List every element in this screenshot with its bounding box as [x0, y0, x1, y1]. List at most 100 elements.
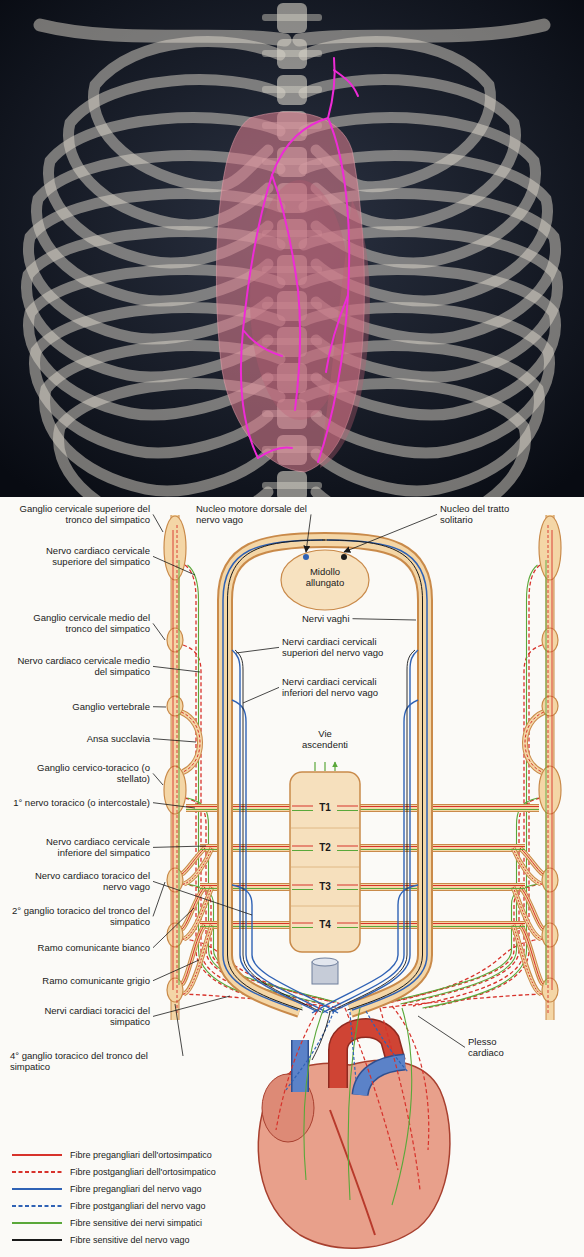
heart	[360, 1062, 405, 1095]
leader-line	[153, 666, 200, 672]
medulla-oblongata	[281, 550, 369, 610]
ganglion	[167, 868, 183, 892]
spinal-cord	[292, 806, 358, 923]
leader-line	[153, 773, 163, 785]
callout-label: Ramo comunicante bianco	[38, 942, 150, 953]
sympathetic-trunk	[181, 712, 200, 772]
leader-line	[153, 846, 206, 847]
leader-line	[153, 623, 165, 640]
callout-label: Nervi cardiaci cervicali inferiori del n…	[282, 676, 392, 699]
heart	[258, 1028, 450, 1248]
legend-text: Fibre sensitive dei nervi simpatici	[70, 1217, 202, 1229]
callout-label: Ramo comunicante grigio	[42, 975, 150, 986]
callout-label: Plesso cardiaco	[468, 1036, 528, 1059]
segment-label: T4	[312, 918, 338, 932]
leader-line	[153, 803, 195, 808]
nerve-render	[328, 58, 335, 118]
leader-line	[153, 514, 163, 532]
nerve-render	[334, 70, 358, 96]
segment-label: T3	[312, 880, 338, 894]
leader-line	[243, 687, 279, 703]
legend-sample	[12, 1171, 62, 1173]
legend-sample	[12, 1188, 62, 1190]
leader-line	[153, 960, 199, 981]
ganglion	[167, 628, 183, 652]
cardiac-plexus	[286, 1011, 408, 1090]
cardiac-plexus	[304, 1008, 412, 1205]
legend-sample	[12, 1222, 62, 1224]
sympathetic-trunk	[360, 515, 561, 1020]
callout-label: Nervo cardiaco toracico del nervo vago	[10, 870, 150, 893]
nerve-render	[243, 330, 282, 356]
sympathetic-trunk	[173, 530, 174, 990]
callout-label: Nervi vaghi	[302, 613, 350, 624]
legend-text: Fibre sensitive del nervo vago	[70, 1234, 190, 1246]
nerve-render	[318, 118, 349, 462]
callout-label: 2° ganglio toracico del tronco del simpa…	[10, 905, 150, 928]
sympathetic-trunk	[179, 560, 180, 985]
ganglion	[167, 978, 183, 1002]
leader-line	[153, 739, 196, 742]
sympathetic-trunk	[181, 712, 200, 772]
sympathetic-trunk	[182, 848, 212, 994]
callout-label: 4° ganglio toracico del tronco del simpa…	[10, 1050, 180, 1073]
heart-render	[216, 112, 369, 472]
heart	[293, 1040, 308, 1092]
leader-line	[153, 556, 195, 575]
callout-label: Nervo cardiaco cervicale medio del simpa…	[10, 655, 150, 678]
page-ground	[0, 497, 584, 1257]
leader-line	[344, 514, 437, 552]
heart	[330, 1110, 375, 1235]
medulla-oblongata	[341, 554, 347, 560]
callout-label: Nervo cardiaco cervicale inferiore del s…	[10, 836, 150, 859]
ganglion	[167, 696, 183, 716]
ganglion	[164, 516, 186, 580]
ganglion	[164, 516, 186, 1002]
callout-label: Ganglio cervico-toracico (o stellato)	[10, 762, 150, 785]
leader-line	[153, 908, 194, 948]
medulla-oblongata	[303, 554, 309, 560]
callout-label: Nucleo del tratto solitario	[440, 503, 528, 526]
leader-line	[418, 1016, 465, 1047]
sympathetic-trunk	[185, 565, 300, 1008]
leader-line	[353, 619, 416, 620]
leader-line	[153, 996, 230, 1016]
cardiac-plexus	[312, 1012, 330, 1060]
spinal-cord	[292, 811, 358, 928]
leader-line	[236, 647, 279, 653]
legend-text: Fibre postgangliari dell'ortosimpatico	[70, 1166, 216, 1178]
sympathetic-trunk	[181, 712, 200, 772]
callout-label: Ganglio cervicale medio del tronco del s…	[10, 612, 150, 635]
legend-sample	[12, 1239, 62, 1241]
legend-text: Fibre postgangliari del nervo vago	[70, 1200, 206, 1212]
callout-label: Nervi cardiaci cervicali superiori del n…	[282, 636, 392, 659]
nerve-render	[241, 58, 358, 462]
leader-line	[153, 706, 166, 707]
leader-line	[175, 1004, 183, 1056]
spinal-cord	[291, 828, 359, 906]
legend-text: Fibre pregangliari dell'ortosimpatico	[70, 1149, 212, 1161]
sympathetic-trunk	[177, 525, 178, 1015]
legend-text: Fibre pregangliari del nervo vago	[70, 1183, 202, 1195]
nerve-render	[241, 118, 328, 458]
segment-label: T2	[312, 841, 338, 855]
sympathetic-trunk	[184, 848, 212, 994]
callout-label: Nervi cardiaci toracici del simpatico	[10, 1005, 150, 1028]
leader-line	[153, 881, 252, 915]
callout-label: Nucleo motore dorsale del nervo vago	[196, 503, 308, 526]
region-label: Vie ascendenti	[295, 728, 355, 751]
callout-label: Ganglio vertebrale	[72, 701, 150, 712]
cardiac-plexus	[276, 1006, 429, 1190]
nerve-render	[326, 295, 348, 372]
callout-label: 1° nervo toracico (o intercostale)	[13, 797, 150, 808]
nerve-render	[272, 175, 300, 410]
thorax-render	[0, 0, 584, 497]
leader-line	[153, 882, 165, 916]
heart	[360, 1062, 405, 1095]
segment-label: T1	[312, 801, 338, 815]
leader-line	[306, 514, 311, 552]
spinal-cord	[290, 762, 360, 952]
vessel-section	[312, 958, 338, 984]
cardiac-plexus	[276, 1006, 429, 1205]
